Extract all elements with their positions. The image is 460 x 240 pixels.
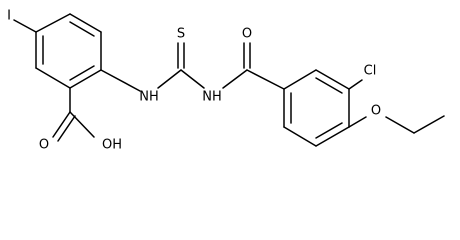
c-i-bond	[13, 19, 37, 33]
c-cl-bond	[348, 79, 363, 90]
ether-oxygen-atom: O	[371, 104, 381, 119]
thiourea-linker	[100, 42, 205, 92]
carboxylic-acid-group	[52, 87, 95, 142]
acid-hydroxyl-atom: OH	[102, 138, 122, 153]
structure-diagram: I O OH S NH NH O Cl	[7, 9, 445, 153]
carbonyl-oxygen-atom: O	[242, 27, 252, 42]
nh-right-atom: NH	[202, 90, 222, 105]
sulfur-atom: S	[177, 27, 185, 42]
ethoxy-group	[348, 115, 445, 134]
iodine-atom: I	[7, 9, 11, 24]
chlorine-atom: Cl	[364, 64, 377, 79]
right-benzene-ring	[283, 69, 350, 147]
left-benzene-ring	[35, 13, 102, 89]
amide-carbonyl	[222, 42, 285, 90]
acid-oxygen-atom: O	[39, 138, 49, 153]
nh-left-atom: NH	[139, 90, 159, 105]
